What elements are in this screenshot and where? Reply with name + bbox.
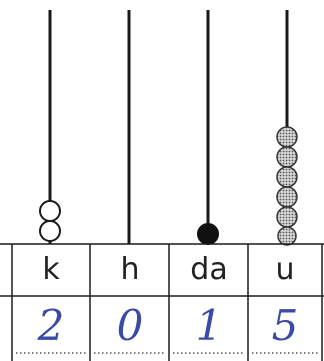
beads-u [277, 127, 297, 245]
bead-white [40, 221, 60, 241]
bead-dotted [277, 207, 297, 227]
bead-dotted [277, 187, 297, 207]
bead-black [198, 224, 218, 244]
place-label-da: da [170, 244, 248, 296]
bead-dotted [277, 127, 297, 147]
bead-white [40, 201, 60, 221]
written-digit-u: 5 [248, 296, 322, 356]
place-label-k: k [12, 244, 90, 296]
bead-dotted [278, 227, 296, 245]
bead-dotted [277, 167, 297, 187]
written-digit-k: 2 [12, 296, 90, 356]
beads-k [40, 201, 60, 241]
beads-da [198, 224, 218, 244]
written-digit-h: 0 [91, 296, 169, 356]
place-label-u: u [248, 244, 322, 296]
abacus-rods [50, 10, 287, 244]
place-label-h: h [91, 244, 169, 296]
bead-dotted [277, 147, 297, 167]
written-digit-da: 1 [170, 296, 248, 356]
